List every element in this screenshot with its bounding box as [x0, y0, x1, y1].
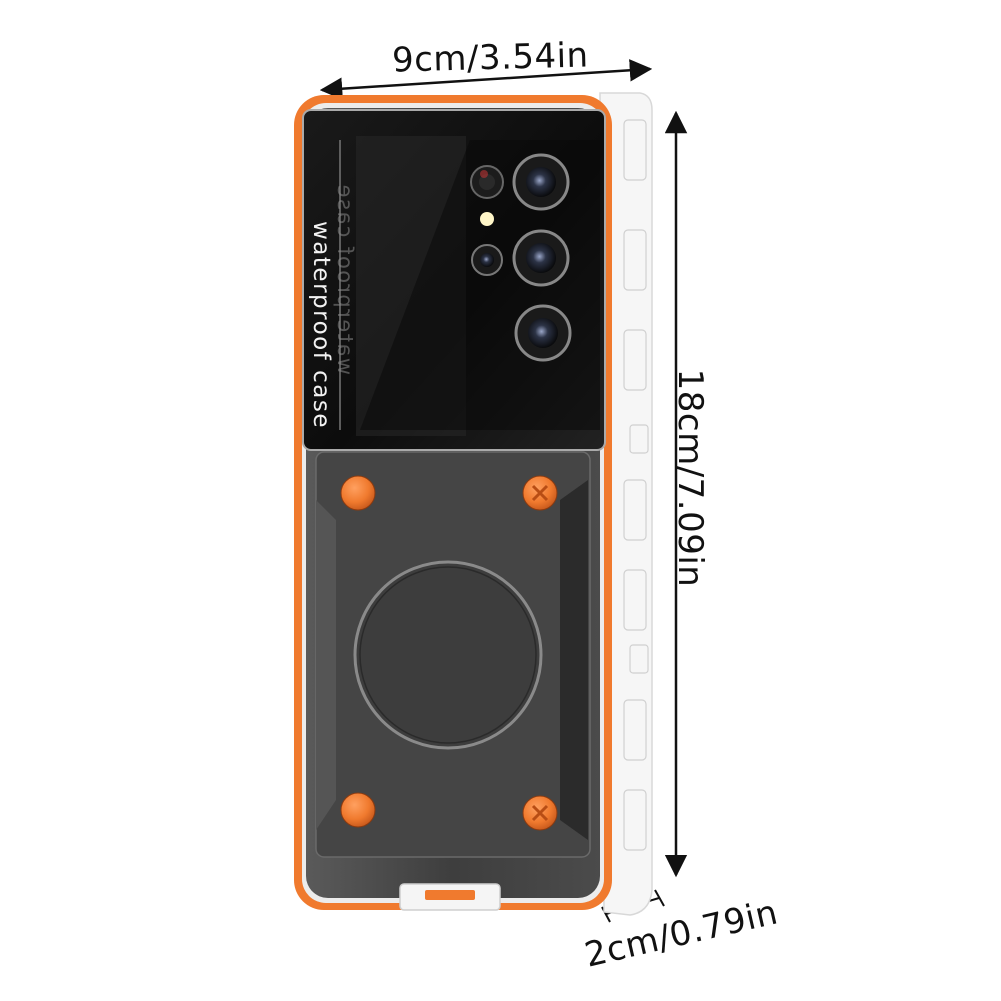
case-brand-text-reflection: waterproof case — [333, 183, 357, 375]
case-brand-text: waterproof case — [308, 221, 334, 430]
width-dimension-label: 9cm/3.54in — [391, 35, 590, 81]
orange-screws — [340, 475, 558, 831]
width-arrow — [319, 59, 653, 100]
camera-module — [470, 153, 572, 362]
depth-tick-right — [654, 889, 665, 907]
side-clips — [623, 119, 649, 851]
magsafe-ring — [353, 560, 543, 750]
case-side-frame — [599, 92, 653, 916]
height-dimension-label: 18cm/7.09in — [670, 368, 710, 588]
